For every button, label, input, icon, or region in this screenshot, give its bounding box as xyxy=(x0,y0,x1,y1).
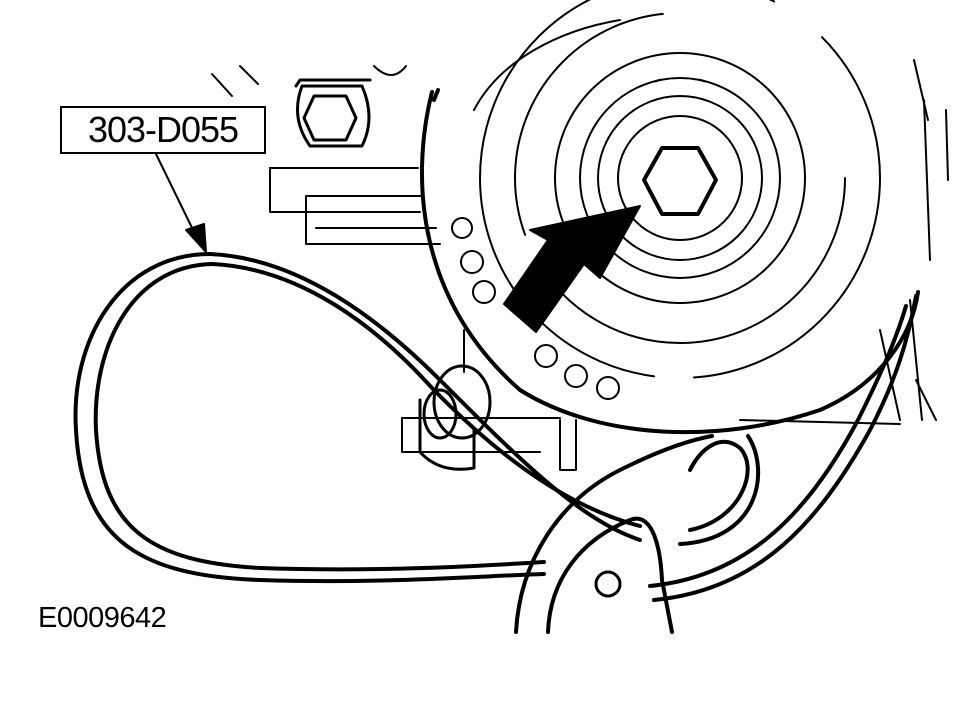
tool-number-label: 303-D055 xyxy=(87,109,239,150)
crankshaft-pulley xyxy=(420,0,929,435)
crankshaft-bolt-hex xyxy=(642,146,718,216)
belt-tool xyxy=(73,252,918,602)
tool-pivot xyxy=(594,570,622,598)
tool-handle xyxy=(514,434,714,634)
callout-leader xyxy=(155,153,207,253)
pulley-holes xyxy=(451,217,620,400)
tool-number-callout: 303-D055 xyxy=(60,106,266,154)
bolt-head xyxy=(294,78,372,148)
engine-block-background xyxy=(211,65,949,471)
figure-id-label: E0009642 xyxy=(38,602,167,634)
direction-arrow xyxy=(503,205,641,333)
